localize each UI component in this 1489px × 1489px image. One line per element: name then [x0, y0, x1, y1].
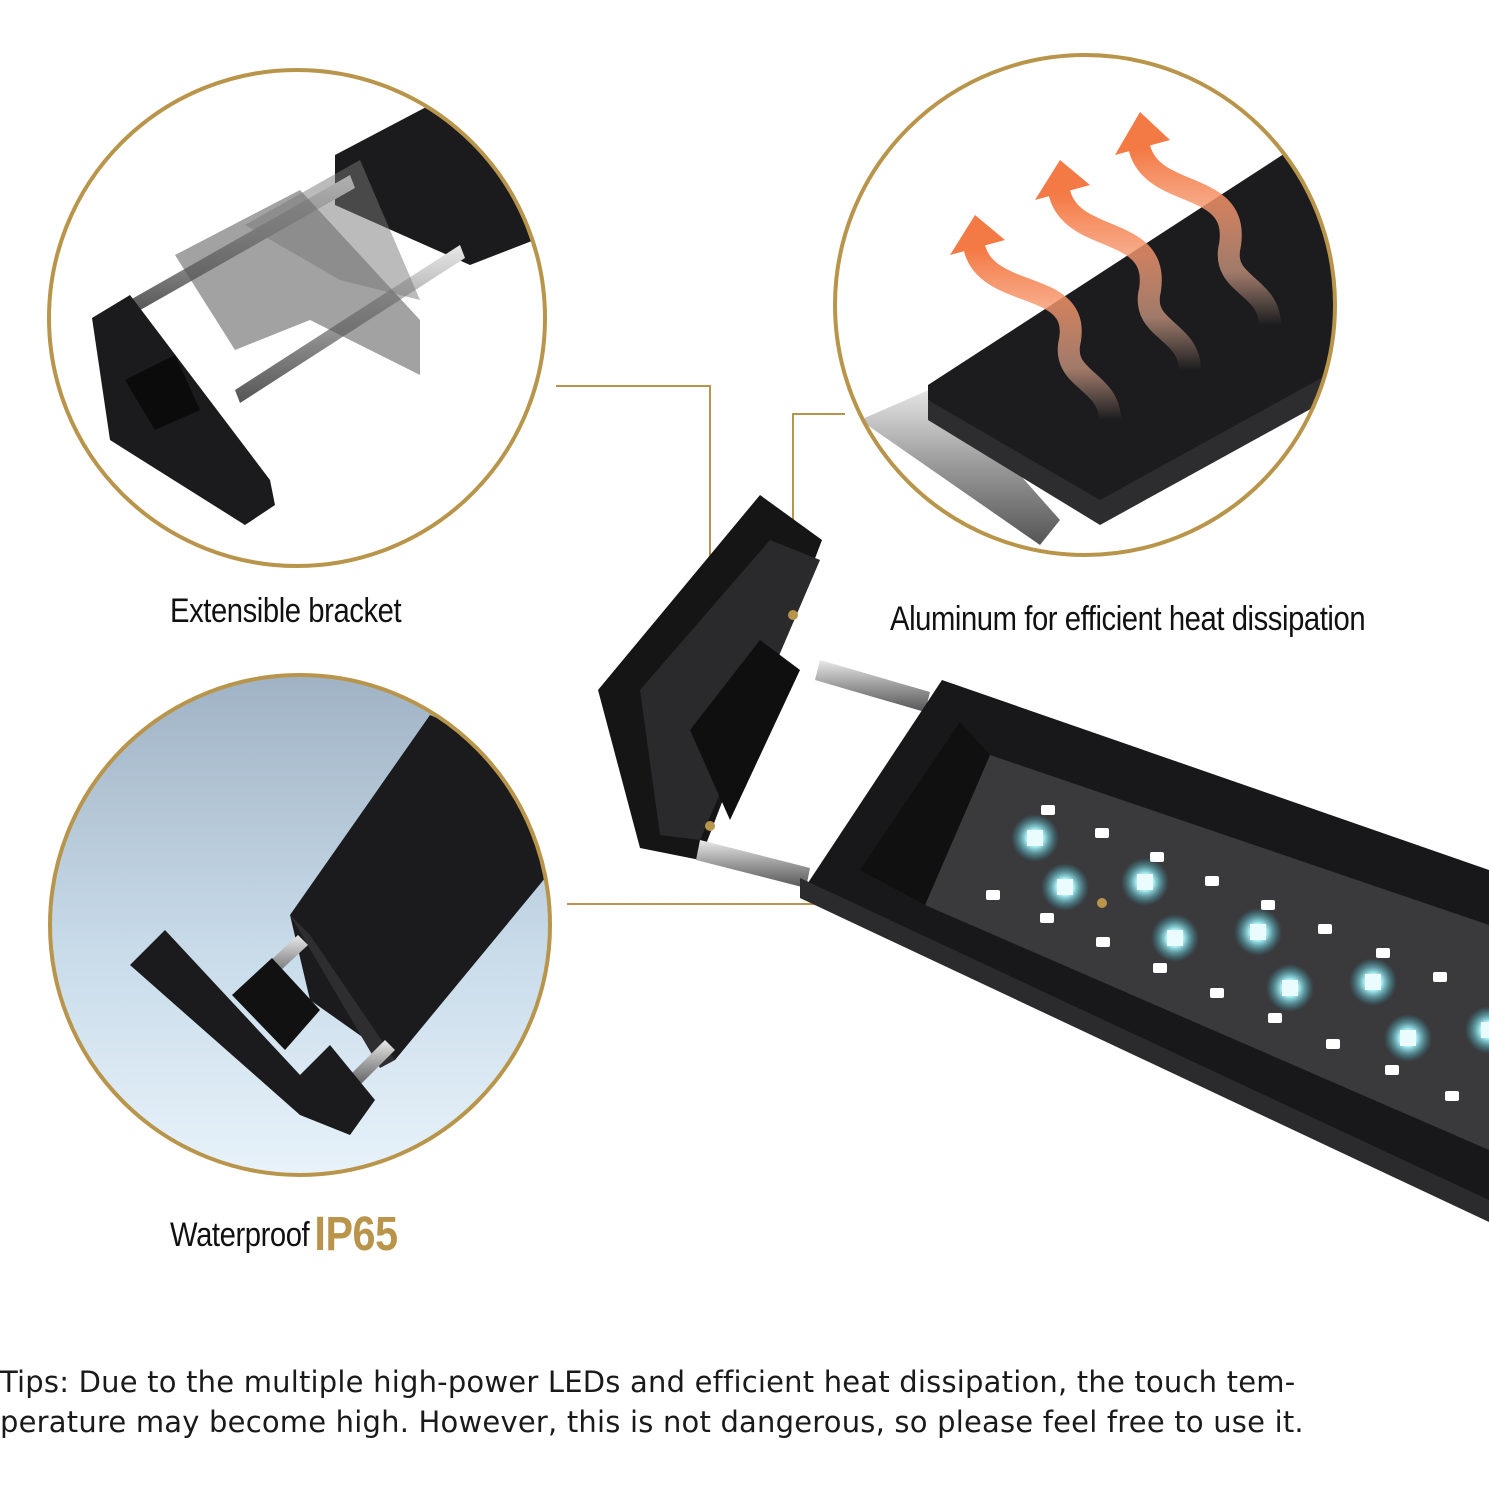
led-icon: [1400, 1030, 1416, 1046]
extension-rail: [815, 660, 930, 712]
led-icon: [1318, 924, 1332, 934]
led-icon: [1326, 1039, 1340, 1049]
waterproof-label: Waterproof: [170, 1216, 310, 1254]
caption-extensible-bracket: Extensible bracket: [170, 592, 402, 630]
led-icon: [1282, 980, 1298, 996]
led-icon: [1210, 988, 1224, 998]
ip-rating: IP65: [314, 1208, 398, 1261]
led-panel: [925, 755, 1489, 1150]
focus-dot: [705, 821, 715, 831]
led-icon: [1041, 805, 1055, 815]
heat-arrow-icon: [1035, 160, 1201, 381]
led-icon: [1057, 879, 1073, 895]
led-icon: [1261, 900, 1275, 910]
caption-aluminum: Aluminum for efficient heat dissipation: [890, 600, 1366, 638]
tips-note: Tips: Due to the multiple high-power LED…: [0, 1362, 1440, 1442]
detail-circle-waterproof: [48, 673, 552, 1177]
light-bar: [598, 495, 1489, 1222]
led-icon: [1205, 876, 1219, 886]
led-icon: [1433, 972, 1447, 982]
led-icon: [1167, 930, 1183, 946]
led-icon: [1385, 1065, 1399, 1075]
tips-line: perature may become high. However, this …: [0, 1405, 1304, 1439]
led-icon: [1027, 830, 1043, 846]
led-icon: [1137, 874, 1153, 890]
detail-circle-bracket: [47, 68, 547, 568]
led-icon: [1268, 1013, 1282, 1023]
focus-dot: [788, 610, 798, 620]
led-icon: [1150, 852, 1164, 862]
focus-dot: [1097, 898, 1107, 908]
led-icon: [986, 890, 1000, 900]
led-icon: [1445, 1091, 1459, 1101]
led-icon: [1465, 1006, 1489, 1054]
led-icon: [1376, 948, 1390, 958]
led-icon: [1365, 974, 1381, 990]
heat-arrow-icon: [1115, 112, 1281, 336]
led-icon: [1095, 828, 1109, 838]
led-icon: [1250, 924, 1266, 940]
extension-rail: [696, 840, 810, 888]
led-icon: [1096, 937, 1110, 947]
detail-circle-aluminum: [833, 53, 1337, 557]
bracket-solid: [130, 930, 375, 1135]
heat-arrow-icon: [950, 215, 1121, 431]
tips-line: Tips: Due to the multiple high-power LED…: [0, 1365, 1296, 1399]
led-icon: [1481, 1022, 1489, 1038]
led-icon: [1153, 963, 1167, 973]
led-array: [986, 805, 1489, 1101]
led-icon: [1040, 913, 1054, 923]
